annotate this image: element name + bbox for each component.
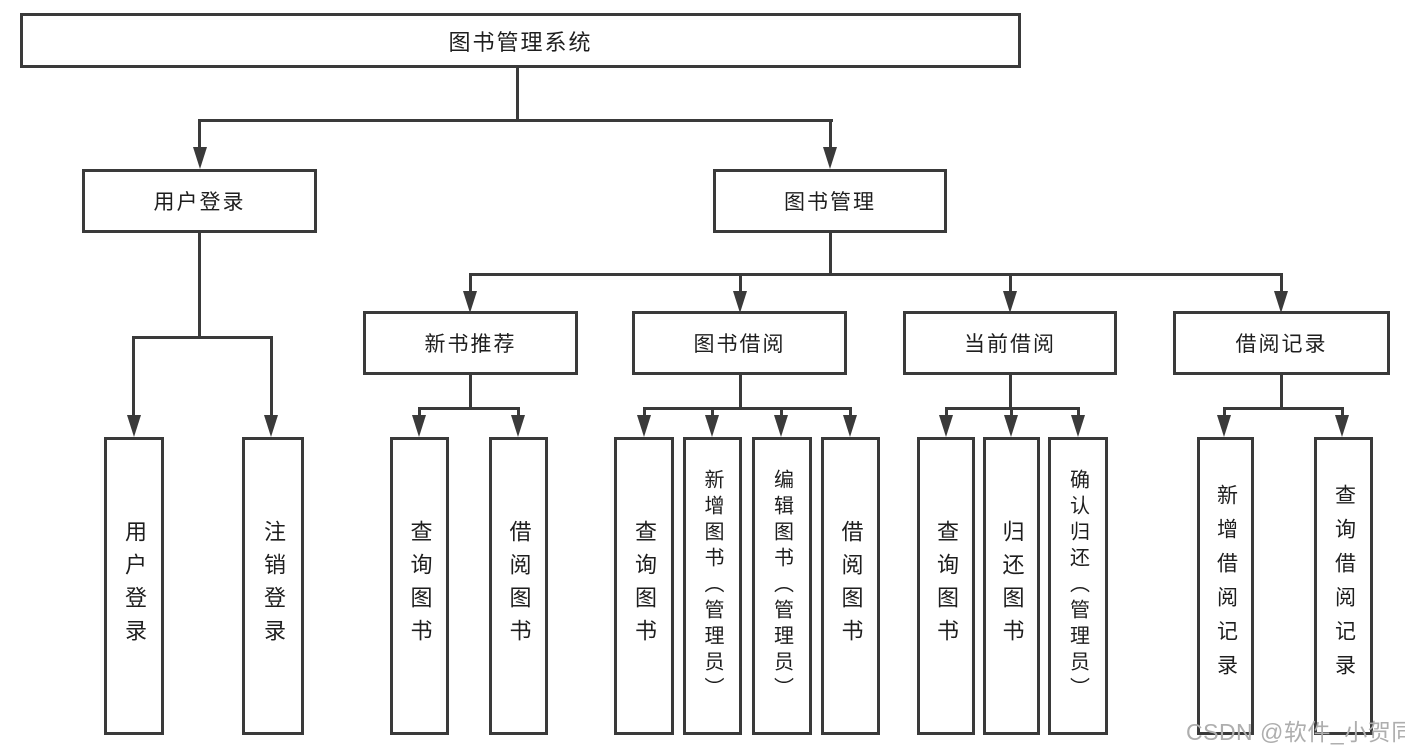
- node-label: 查询图书: [407, 520, 433, 652]
- node-label: 归还图书: [999, 520, 1025, 652]
- connector-line: [829, 119, 832, 149]
- connector-line: [1223, 407, 1343, 410]
- connector-line: [1223, 407, 1226, 417]
- arrowhead: [1274, 291, 1288, 313]
- node-query-books-borrowing: 查询图书: [614, 437, 674, 735]
- node-user-login: 用户登录: [82, 169, 317, 233]
- node-label: 用户登录: [153, 191, 246, 214]
- connector-line: [418, 407, 421, 417]
- connector-line: [1341, 407, 1344, 417]
- arrowhead: [412, 415, 426, 437]
- node-label: 注销登录: [261, 520, 286, 652]
- arrowhead: [823, 147, 837, 169]
- connector-line: [517, 407, 520, 417]
- connector-line: [1009, 273, 1012, 293]
- connector-line: [643, 407, 646, 417]
- arrowhead: [511, 415, 525, 437]
- node-edit-book-admin: 编辑图书（管理员）: [752, 437, 812, 735]
- connector-line: [643, 407, 851, 410]
- node-borrow-books-recommend: 借阅图书: [489, 437, 548, 735]
- arrowhead: [939, 415, 953, 437]
- connector-line: [739, 375, 742, 410]
- node-label: 查询图书: [934, 520, 959, 652]
- node-label: 新增借阅记录: [1214, 484, 1238, 688]
- connector-line: [945, 407, 948, 417]
- arrowhead: [774, 415, 788, 437]
- arrowhead: [127, 415, 141, 437]
- connector-line: [270, 336, 273, 415]
- node-user-login-leaf: 用户登录: [104, 437, 164, 735]
- node-query-books-current: 查询图书: [917, 437, 975, 735]
- connector-line: [198, 119, 833, 122]
- node-add-borrow-record: 新增借阅记录: [1197, 437, 1254, 735]
- node-label: 借阅图书: [838, 520, 864, 652]
- node-label: 查询借阅记录: [1332, 484, 1356, 688]
- node-book-management: 图书管理: [713, 169, 947, 233]
- node-label: 确认归还（管理员）: [1066, 469, 1089, 703]
- connector-line: [132, 336, 273, 339]
- connector-line: [711, 407, 714, 417]
- arrowhead: [733, 291, 747, 313]
- node-label: 用户登录: [122, 520, 147, 652]
- node-query-borrow-record: 查询借阅记录: [1314, 437, 1373, 735]
- arrowhead: [1335, 415, 1349, 437]
- connector-line: [1009, 375, 1012, 410]
- arrowhead: [264, 415, 278, 437]
- connector-line: [198, 233, 201, 338]
- connector-line: [469, 375, 472, 410]
- node-label: 查询图书: [632, 520, 657, 652]
- arrowhead: [1003, 291, 1017, 313]
- connector-line: [1010, 407, 1013, 417]
- arrowhead: [705, 415, 719, 437]
- node-add-book-admin: 新增图书（管理员）: [683, 437, 742, 735]
- connector-line: [1280, 273, 1283, 293]
- node-label: 借阅记录: [1235, 333, 1328, 356]
- connector-line: [829, 233, 832, 276]
- arrowhead: [1071, 415, 1085, 437]
- node-label: 编辑图书（管理员）: [770, 469, 793, 703]
- connector-line: [198, 119, 201, 149]
- arrowhead: [193, 147, 207, 169]
- node-label: 图书管理系统: [448, 29, 593, 55]
- connector-line: [1280, 375, 1283, 410]
- connector-line: [739, 273, 742, 293]
- csdn-watermark: CSDN @软件_小贺同学: [1186, 719, 1405, 745]
- node-label: 借阅图书: [506, 520, 532, 652]
- arrowhead: [1004, 415, 1018, 437]
- connector-line: [469, 273, 472, 293]
- connector-line: [849, 407, 852, 417]
- connector-line: [418, 407, 520, 410]
- node-label: 图书管理: [784, 191, 876, 214]
- node-library-management-system: 图书管理系统: [20, 13, 1021, 68]
- node-borrowing-records: 借阅记录: [1173, 311, 1390, 375]
- connector-line: [132, 336, 135, 415]
- node-label: 新增图书（管理员）: [701, 469, 723, 703]
- connector-line: [516, 68, 519, 122]
- node-label: 图书借阅: [693, 333, 786, 356]
- node-new-book-recommendation: 新书推荐: [363, 311, 578, 375]
- node-current-borrowing: 当前借阅: [903, 311, 1117, 375]
- connector-line: [469, 273, 1282, 276]
- node-logout-leaf: 注销登录: [242, 437, 304, 735]
- node-label: 新书推荐: [424, 333, 517, 356]
- connector-line: [1077, 407, 1080, 417]
- arrowhead: [637, 415, 651, 437]
- node-confirm-return-admin: 确认归还（管理员）: [1048, 437, 1108, 735]
- node-book-borrowing: 图书借阅: [632, 311, 847, 375]
- node-return-book: 归还图书: [983, 437, 1040, 735]
- arrowhead: [843, 415, 857, 437]
- node-query-books-recommend: 查询图书: [390, 437, 449, 735]
- connector-line: [780, 407, 783, 417]
- node-borrow-books-leaf: 借阅图书: [821, 437, 880, 735]
- arrowhead: [1217, 415, 1231, 437]
- node-label: 当前借阅: [964, 333, 1056, 356]
- arrowhead: [463, 291, 477, 313]
